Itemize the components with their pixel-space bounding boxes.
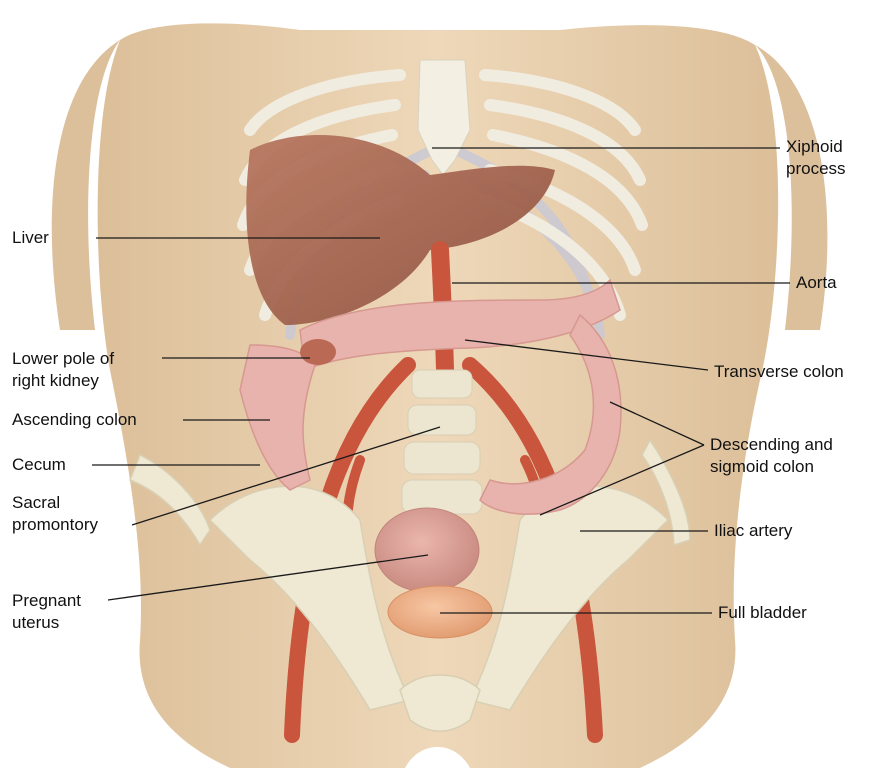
full-bladder: [388, 586, 492, 638]
lumbar-spine: [402, 370, 482, 514]
label-sacral-promontory: Sacral promontory: [12, 492, 98, 536]
label-ascending-colon: Ascending colon: [12, 409, 137, 431]
label-xiphoid-process: Xiphoid process: [786, 136, 846, 180]
label-full-bladder: Full bladder: [718, 602, 807, 624]
label-iliac-artery: Iliac artery: [714, 520, 792, 542]
label-aorta: Aorta: [796, 272, 837, 294]
label-liver: Liver: [12, 227, 49, 249]
label-pregnant-uterus: Pregnant uterus: [12, 590, 81, 634]
label-cecum: Cecum: [12, 454, 66, 476]
right-kidney-lower-pole: [300, 339, 336, 365]
label-descending-sigmoid-colon: Descending and sigmoid colon: [710, 434, 833, 478]
label-lower-pole-right-kidney: Lower pole of right kidney: [12, 348, 114, 392]
label-transverse-colon: Transverse colon: [714, 361, 844, 383]
pregnant-uterus: [375, 508, 479, 592]
